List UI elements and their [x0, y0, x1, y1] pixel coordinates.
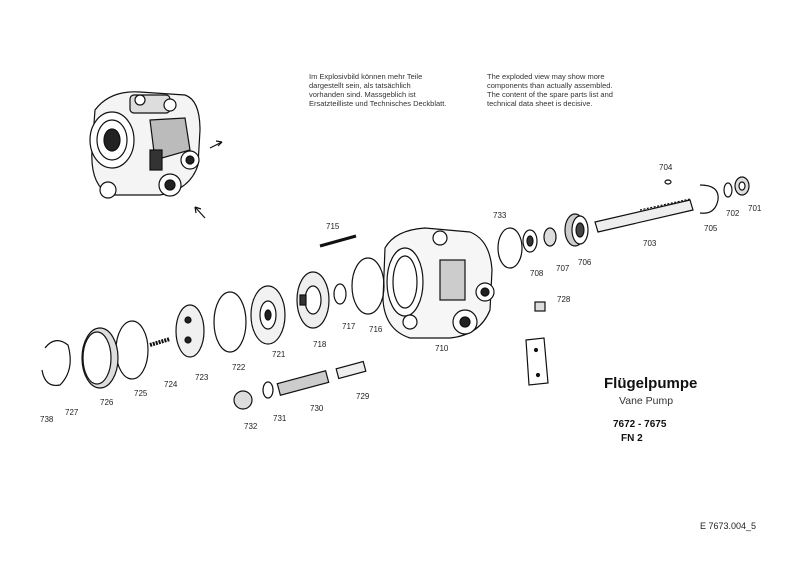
nameplate — [525, 337, 549, 386]
bearing-706 — [564, 213, 589, 247]
note-german: Im Explosivbild können mehr Teile darges… — [309, 72, 447, 108]
pin-715 — [319, 234, 357, 248]
snap-ring-738 — [41, 340, 71, 387]
oring-722 — [213, 291, 247, 353]
title-english: Vane Pump — [619, 395, 674, 407]
label-707: 707 — [556, 264, 570, 273]
key-704 — [664, 179, 672, 185]
label-706: 706 — [578, 258, 592, 267]
pump-housing-710 — [382, 227, 495, 339]
pressure-plate-723 — [175, 304, 205, 358]
spring-730 — [276, 369, 330, 397]
label-717: 717 — [342, 322, 356, 331]
title-german: Flügelpumpe — [604, 375, 698, 392]
washer-702 — [723, 182, 733, 198]
label-716: 716 — [369, 325, 383, 334]
oring-731 — [262, 381, 274, 399]
drive-shaft-703 — [594, 198, 694, 233]
label-703: 703 — [643, 239, 657, 248]
label-704: 704 — [659, 163, 673, 172]
plug-728 — [534, 301, 546, 312]
label-710: 710 — [435, 344, 449, 353]
label-726: 726 — [100, 398, 114, 407]
label-730: 730 — [310, 404, 324, 413]
label-728: 728 — [557, 295, 571, 304]
oring-725 — [115, 320, 149, 380]
label-725: 725 — [134, 389, 148, 398]
cam-ring-718 — [296, 271, 330, 329]
label-724: 724 — [164, 380, 178, 389]
label-701: 701 — [748, 204, 762, 213]
arrow-1 — [209, 141, 223, 149]
label-715: 715 — [326, 222, 340, 231]
valve-729 — [335, 360, 367, 380]
label-733: 733 — [493, 211, 507, 220]
label-705: 705 — [704, 224, 718, 233]
seal-707 — [543, 227, 557, 247]
arrow-2 — [194, 206, 206, 219]
cover-726 — [81, 327, 119, 389]
plug-732 — [233, 390, 253, 410]
spring-724 — [149, 337, 171, 347]
label-721: 721 — [272, 350, 286, 359]
model-numbers: 7672 - 7675 — [613, 419, 667, 430]
assembled-pump-illustration — [89, 91, 201, 199]
retaining-ring-705 — [699, 184, 719, 214]
label-731: 731 — [273, 414, 287, 423]
oring-733 — [497, 227, 523, 269]
label-738: 738 — [40, 415, 54, 424]
oring-717 — [333, 283, 347, 305]
label-729: 729 — [356, 392, 370, 401]
label-702: 702 — [726, 209, 740, 218]
fn-number: FN 2 — [621, 433, 643, 444]
label-727: 727 — [65, 408, 79, 417]
label-732: 732 — [244, 422, 258, 431]
label-722: 722 — [232, 363, 246, 372]
rotor-721 — [250, 285, 286, 345]
note-english: The exploded view may show more componen… — [487, 72, 613, 108]
label-718: 718 — [313, 340, 327, 349]
oring-716 — [351, 257, 385, 315]
label-723: 723 — [195, 373, 209, 382]
document-code: E 7673.004_5 — [700, 521, 757, 531]
label-708: 708 — [530, 269, 544, 278]
